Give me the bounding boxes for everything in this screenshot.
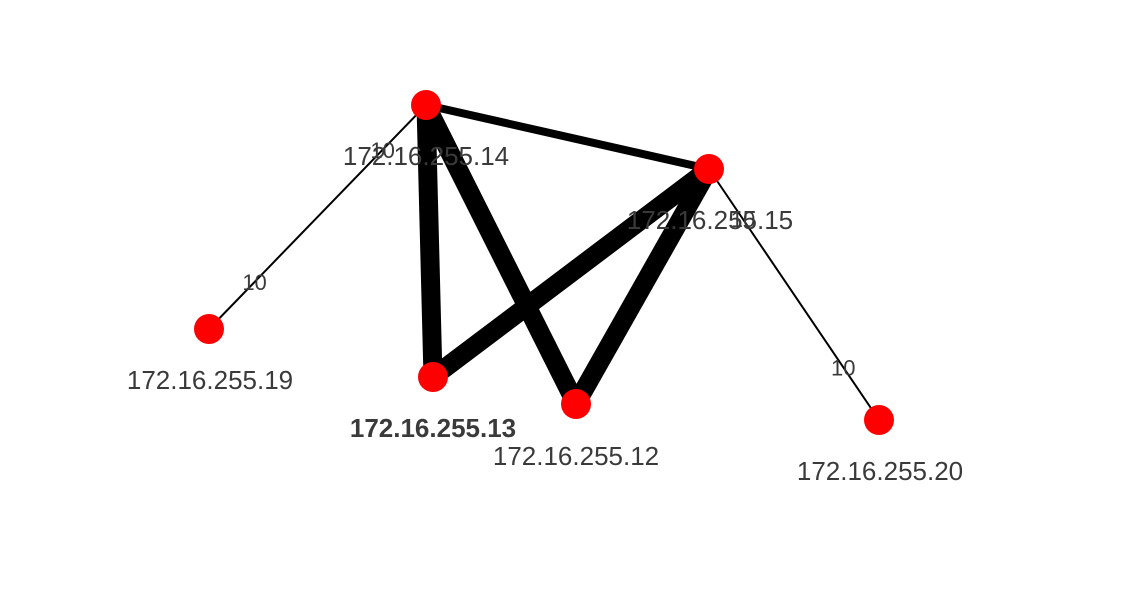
edge-n14-n19 xyxy=(208,104,427,330)
node-label-n15: 172.16.255.15 xyxy=(627,205,793,235)
node-label-n14: 172.16.255.14 xyxy=(343,141,509,171)
edge-n14-n12 xyxy=(417,100,585,409)
edge-n15-n20 xyxy=(708,168,880,421)
node-n13[interactable] xyxy=(418,362,448,392)
edge-n13-n15 xyxy=(427,161,715,385)
edge-n12-n15 xyxy=(567,164,718,409)
node-labels-layer: 172.16.255.14172.16.255.15172.16.255.191… xyxy=(127,141,963,486)
nodes-layer xyxy=(194,90,894,435)
edge-n14-n15 xyxy=(425,101,710,173)
edges-layer xyxy=(208,100,880,421)
edge-weight-label: 10 xyxy=(831,355,855,380)
edge-n14-n13 xyxy=(416,104,443,378)
edge-weight-label: 10 xyxy=(731,207,755,232)
node-label-n20: 172.16.255.20 xyxy=(797,456,963,486)
node-n15[interactable] xyxy=(694,154,724,184)
edge-labels-layer: 10 10 10 10 xyxy=(242,138,855,380)
edge-weight-label: 10 xyxy=(242,270,266,295)
node-label-n13: 172.16.255.13 xyxy=(350,413,516,443)
node-label-n12: 172.16.255.12 xyxy=(493,441,659,471)
edge-weight-label: 10 xyxy=(370,138,394,163)
node-n20[interactable] xyxy=(864,405,894,435)
node-n12[interactable] xyxy=(561,389,591,419)
node-label-n19: 172.16.255.19 xyxy=(127,365,293,395)
node-n19[interactable] xyxy=(194,314,224,344)
node-n14[interactable] xyxy=(411,90,441,120)
